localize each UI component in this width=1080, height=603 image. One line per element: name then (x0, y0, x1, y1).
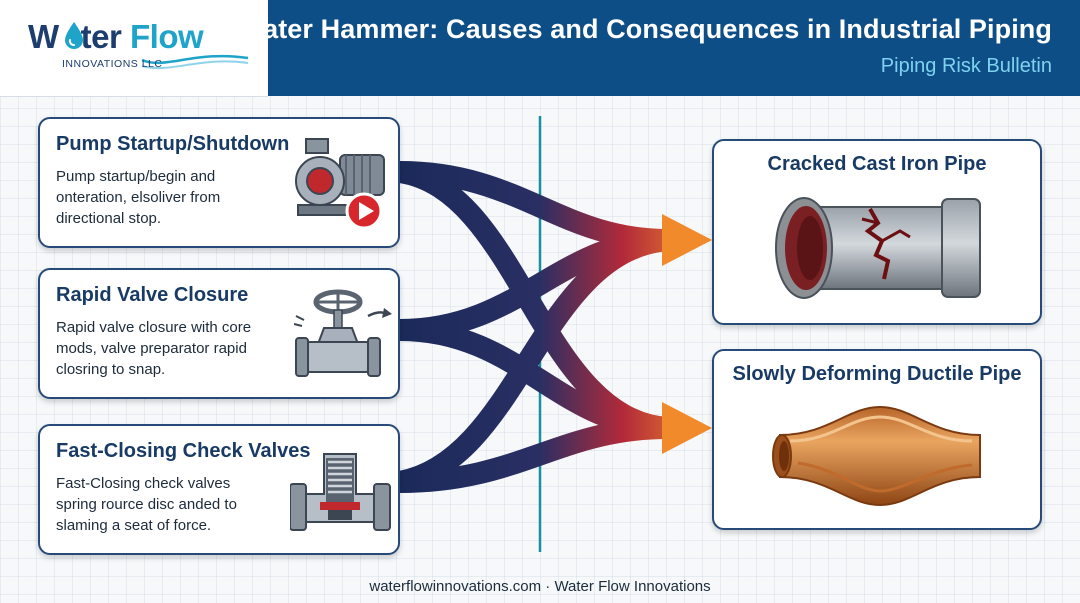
page-subtitle: Piping Risk Bulletin (880, 55, 1052, 77)
pump-icon (295, 138, 385, 230)
title-band: Water Hammer: Causes and Consequences in… (239, 0, 1080, 96)
water-drop-icon (65, 22, 83, 49)
consequence-card-deformed: Slowly Deforming Ductile Pipe (712, 349, 1042, 530)
arrowhead-cracked (662, 214, 712, 266)
cause-title: Rapid Valve Closure (56, 284, 249, 306)
waves-icon (141, 54, 249, 70)
cause-title: Fast-Closing Check Valves (56, 440, 311, 462)
cause-card-check-valve: Fast-Closing Check Valves Fast-Closing c… (38, 424, 400, 555)
cause-description: Rapid valve closure with core mods, valv… (56, 319, 252, 378)
footer-text: waterflowinnovations.com · Water Flow In… (369, 578, 711, 595)
logo-subtitle: INNOVATIONS LLC (62, 58, 163, 70)
cause-description: Fast-Closing check valves spring rource … (56, 475, 237, 534)
cracked-pipe-icon (775, 197, 981, 299)
page-title: Water Hammer: Causes and Consequences in… (238, 14, 1052, 44)
consequence-title: Slowly Deforming Ductile Pipe (732, 363, 1022, 385)
consequence-title: Cracked Cast Iron Pipe (767, 153, 987, 175)
deformed-pipe-icon (772, 405, 981, 507)
flow-check-to-deformed (399, 417, 669, 493)
cause-card-pump: Pump Startup/Shutdown Pump startup/begin… (38, 117, 400, 248)
check-valve-icon (290, 453, 391, 531)
arrowhead-deformed (662, 402, 712, 454)
cause-title: Pump Startup/Shutdown (56, 133, 290, 155)
flow-check-to-cracked (397, 229, 670, 493)
flow-lines (397, 161, 670, 493)
gate-valve-icon (294, 289, 392, 377)
cause-card-valve: Rapid Valve Closure Rapid valve closure … (38, 268, 400, 399)
cause-description: Pump startup/begin and onteration, elsol… (56, 168, 221, 227)
consequence-card-cracked: Cracked Cast Iron Pipe (712, 139, 1042, 325)
